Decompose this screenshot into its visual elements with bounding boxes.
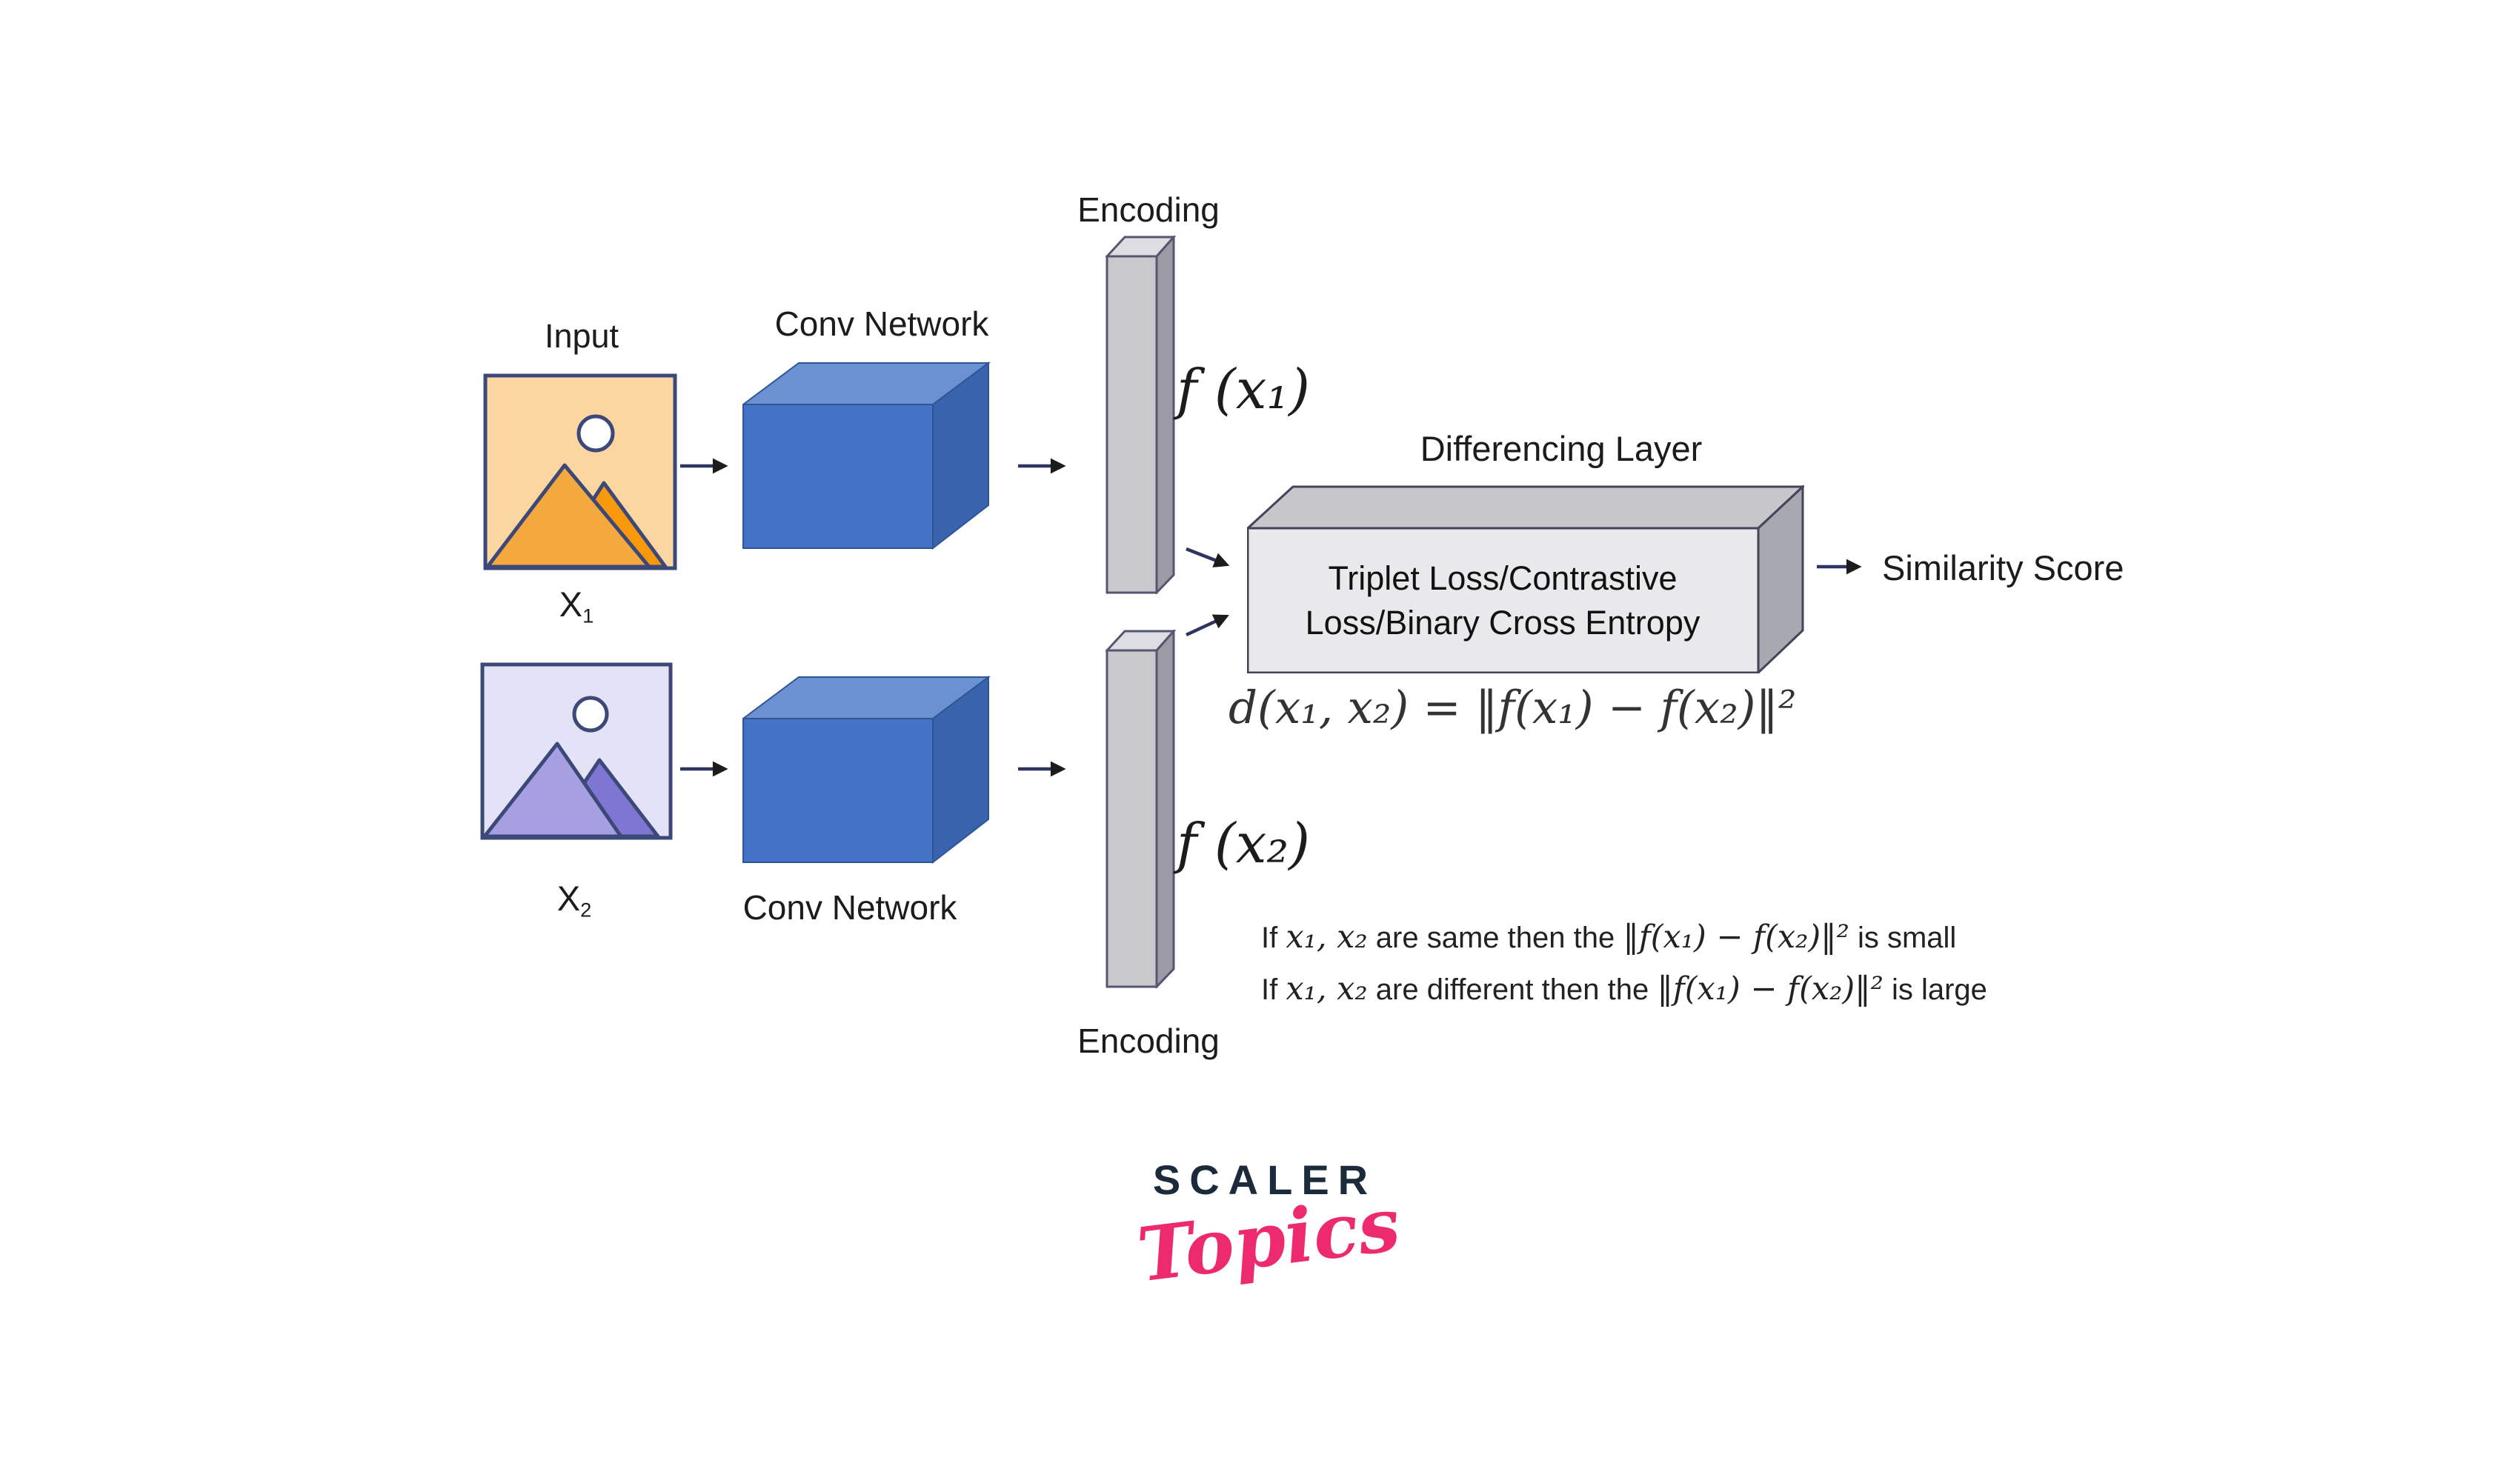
sun-icon: [572, 696, 609, 733]
encoding-bar-bottom: [1106, 630, 1176, 988]
encoding-label-top: Encoding: [1077, 190, 1220, 229]
condition-different-line: If x₁, x₂ are different then the ‖f(x₁) …: [1261, 970, 1987, 1007]
distance-formula: d(x₁, x₂) = ‖f(x₁) − f(x₂)‖²: [1229, 682, 1797, 734]
input-image-x1: [483, 373, 677, 570]
encoding-bar-front-face: [1106, 255, 1158, 594]
condition-same-line: If x₁, x₂ are same then the ‖f(x₁) − f(x…: [1261, 919, 1957, 956]
f-x1-label: f (x₁): [1177, 358, 1311, 422]
encoding-bar-top: [1106, 236, 1176, 594]
f-x2-label: f (x₂): [1177, 812, 1311, 876]
mountain-front-icon: [485, 463, 651, 569]
arrow-encoding-bottom-to-diff: [1186, 614, 1229, 637]
conv-network-label-top: Conv Network: [774, 304, 989, 343]
input-image-x2: [480, 662, 673, 840]
similarity-score-label: Similarity Score: [1882, 548, 2124, 587]
diff-text-line2: Loss/Binary Cross Entropy: [1305, 603, 1700, 642]
encoding-bar-side-face: [1155, 236, 1175, 594]
sun-icon: [576, 414, 615, 453]
arrow-encoding-top-to-diff: [1186, 547, 1230, 567]
encoding-bar-side-face: [1155, 630, 1175, 988]
conv-box-front-face: [742, 718, 934, 863]
conv-network-label-bottom: Conv Network: [742, 888, 957, 927]
x1-label: X1: [559, 584, 594, 627]
encoding-label-bottom: Encoding: [1077, 1022, 1220, 1060]
diff-box-top-face: [1247, 485, 1804, 530]
differencing-layer-text: Triplet Loss/Contrastive Loss/Binary Cro…: [1247, 528, 1758, 673]
input-label: Input: [544, 317, 619, 355]
diff-box-front-face: [1247, 527, 1760, 673]
conv-network-box-top: [742, 362, 991, 550]
diff-text-line1: Triplet Loss/Contrastive: [1328, 559, 1678, 598]
conv-box-front-face: [742, 404, 934, 549]
x2-label: X2: [556, 879, 592, 922]
differencing-layer-label: Differencing Layer: [1420, 429, 1703, 468]
conv-network-box-bottom: [742, 676, 991, 864]
differencing-layer-box: [1247, 485, 1804, 673]
encoding-bar-front-face: [1106, 649, 1158, 988]
mountain-front-icon: [482, 742, 623, 839]
scaler-logo-text: SCALER: [1152, 1156, 1377, 1203]
